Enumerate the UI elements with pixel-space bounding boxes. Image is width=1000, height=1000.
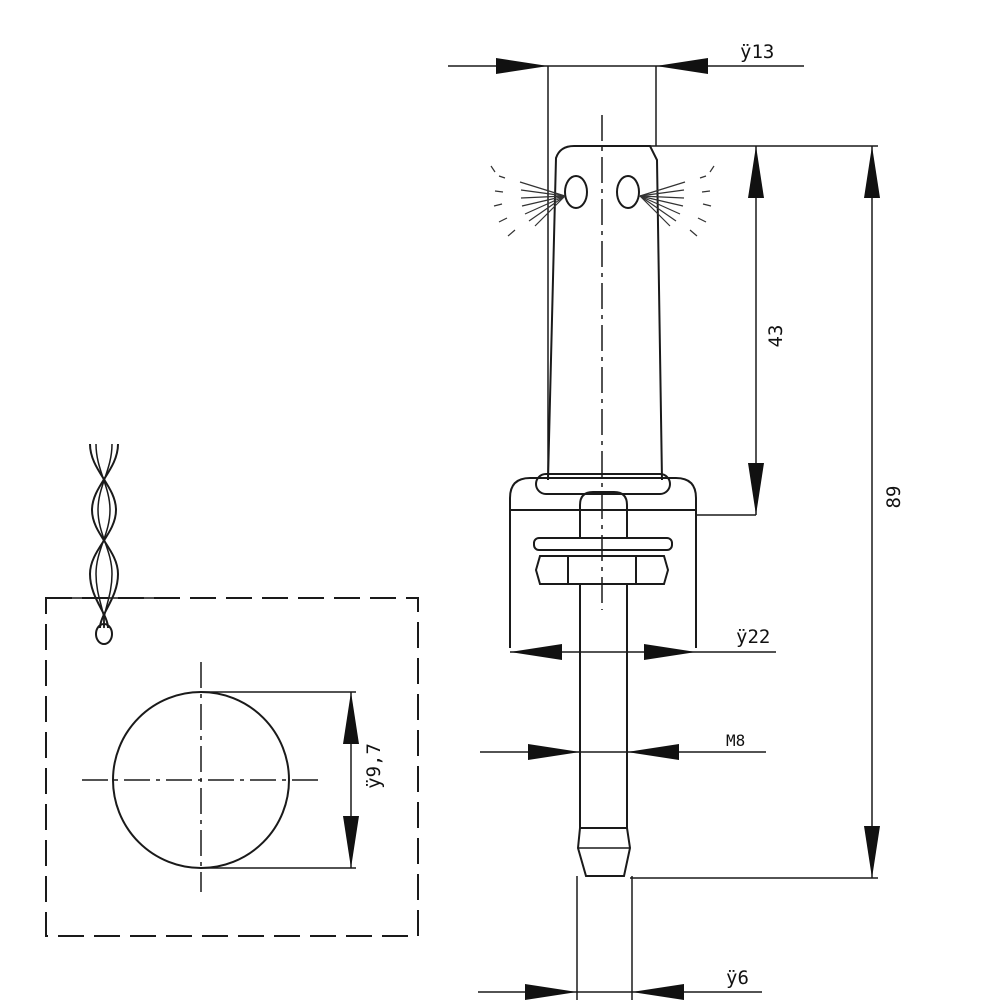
nozzle-base-housing [509,477,697,648]
dimension-base-diameter: ÿ22 [510,626,776,660]
spray-hole-right [616,175,640,209]
dimension-label-jet-height: 43 [765,325,787,348]
dimension-label-hose-diameter: ÿ6 [726,967,749,989]
hose-connector-tip [576,827,632,877]
nozzle-body [547,145,663,481]
dimension-thread: M8 [480,731,766,760]
dimension-hose-diameter: ÿ6 [478,967,762,1000]
dimension-jet-height: 43 [650,145,878,516]
hex-nut [534,555,670,585]
dimension-label-base-diameter: ÿ22 [736,626,770,648]
spray-hole-left [564,175,588,209]
spray-jet-icon [639,165,715,237]
spray-jet-icon [490,165,566,237]
base-gasket [535,473,671,495]
dimension-label-top-diameter: ÿ13 [740,41,774,63]
twisted-hose-icon [46,443,160,645]
dimension-label-overall-length: 89 [883,486,905,509]
mounting-panel-outline [45,597,419,937]
washer [533,537,673,551]
dimension-label-thread: M8 [726,731,745,750]
threaded-shank-top [579,491,628,538]
dimension-overall-length: 89 [630,146,905,879]
dimension-label-hole-diameter: ÿ9,7 [363,743,385,789]
mounting-hole-detail: ÿ9,7 [45,597,419,937]
washer-nozzle [509,66,697,1000]
dimension-top-diameter: ÿ13 [448,41,804,74]
